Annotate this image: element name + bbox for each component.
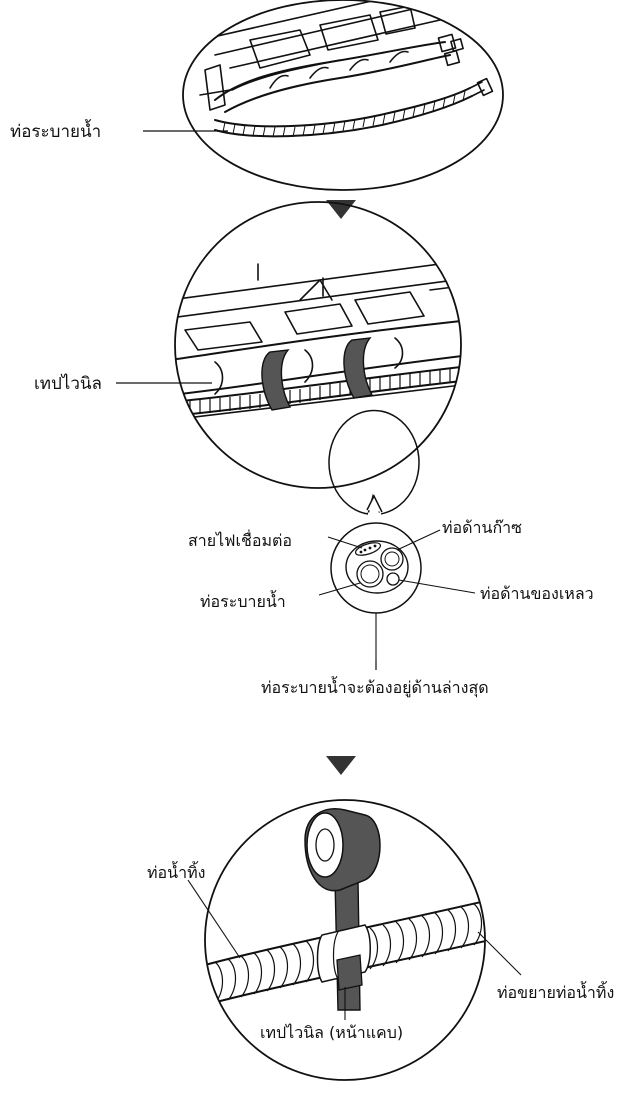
drain-pipe-circle bbox=[356, 560, 384, 588]
down-arrow-icon bbox=[326, 756, 356, 775]
panel2-vinyl-tape-label: เทปไวนิล bbox=[34, 373, 102, 394]
panel1-frame bbox=[182, 0, 504, 191]
liquid-pipe-circle bbox=[386, 572, 400, 586]
panel3-leaders bbox=[187, 879, 522, 1020]
panel3-frame bbox=[204, 799, 486, 1081]
drain-bottom-note: ท่อระบายน้ำจะต้องอยู่ด้านล่างสุด bbox=[261, 676, 489, 698]
wire-capsule bbox=[354, 542, 382, 556]
panel2-frame bbox=[174, 201, 462, 489]
drain-hose-label: ท่อน้ำทิ้ง bbox=[147, 861, 205, 882]
cross-section bbox=[328, 409, 422, 614]
panel1-illustration bbox=[182, 0, 504, 191]
gas-pipe-label: ท่อด้านก๊าซ bbox=[442, 518, 522, 537]
bundle-outline bbox=[345, 540, 409, 594]
wire-label: สายไฟเชื่อมต่อ bbox=[188, 529, 292, 550]
panel1-drain-pipe-label: ท่อระบายน้ำ bbox=[10, 119, 101, 142]
gas-pipe-circle bbox=[380, 547, 404, 571]
liquid-pipe-label: ท่อด้านของเหลว bbox=[480, 584, 594, 603]
panel3-illustration bbox=[204, 799, 486, 1081]
cross-section-drain-pipe-label: ท่อระบายน้ำ bbox=[200, 590, 286, 611]
panel2-illustration bbox=[174, 201, 462, 489]
extension-hose-label: ท่อขยายท่อน้ำทิ้ง bbox=[497, 981, 614, 1002]
vinyl-tape-bands bbox=[261, 337, 374, 411]
narrow-tape-label: เทปไวนิล (หน้าแคบ) bbox=[260, 1023, 403, 1042]
cross-section-leaders bbox=[318, 529, 476, 670]
drain-hose-ridges bbox=[222, 90, 466, 138]
cross-section-bubble bbox=[328, 409, 420, 515]
